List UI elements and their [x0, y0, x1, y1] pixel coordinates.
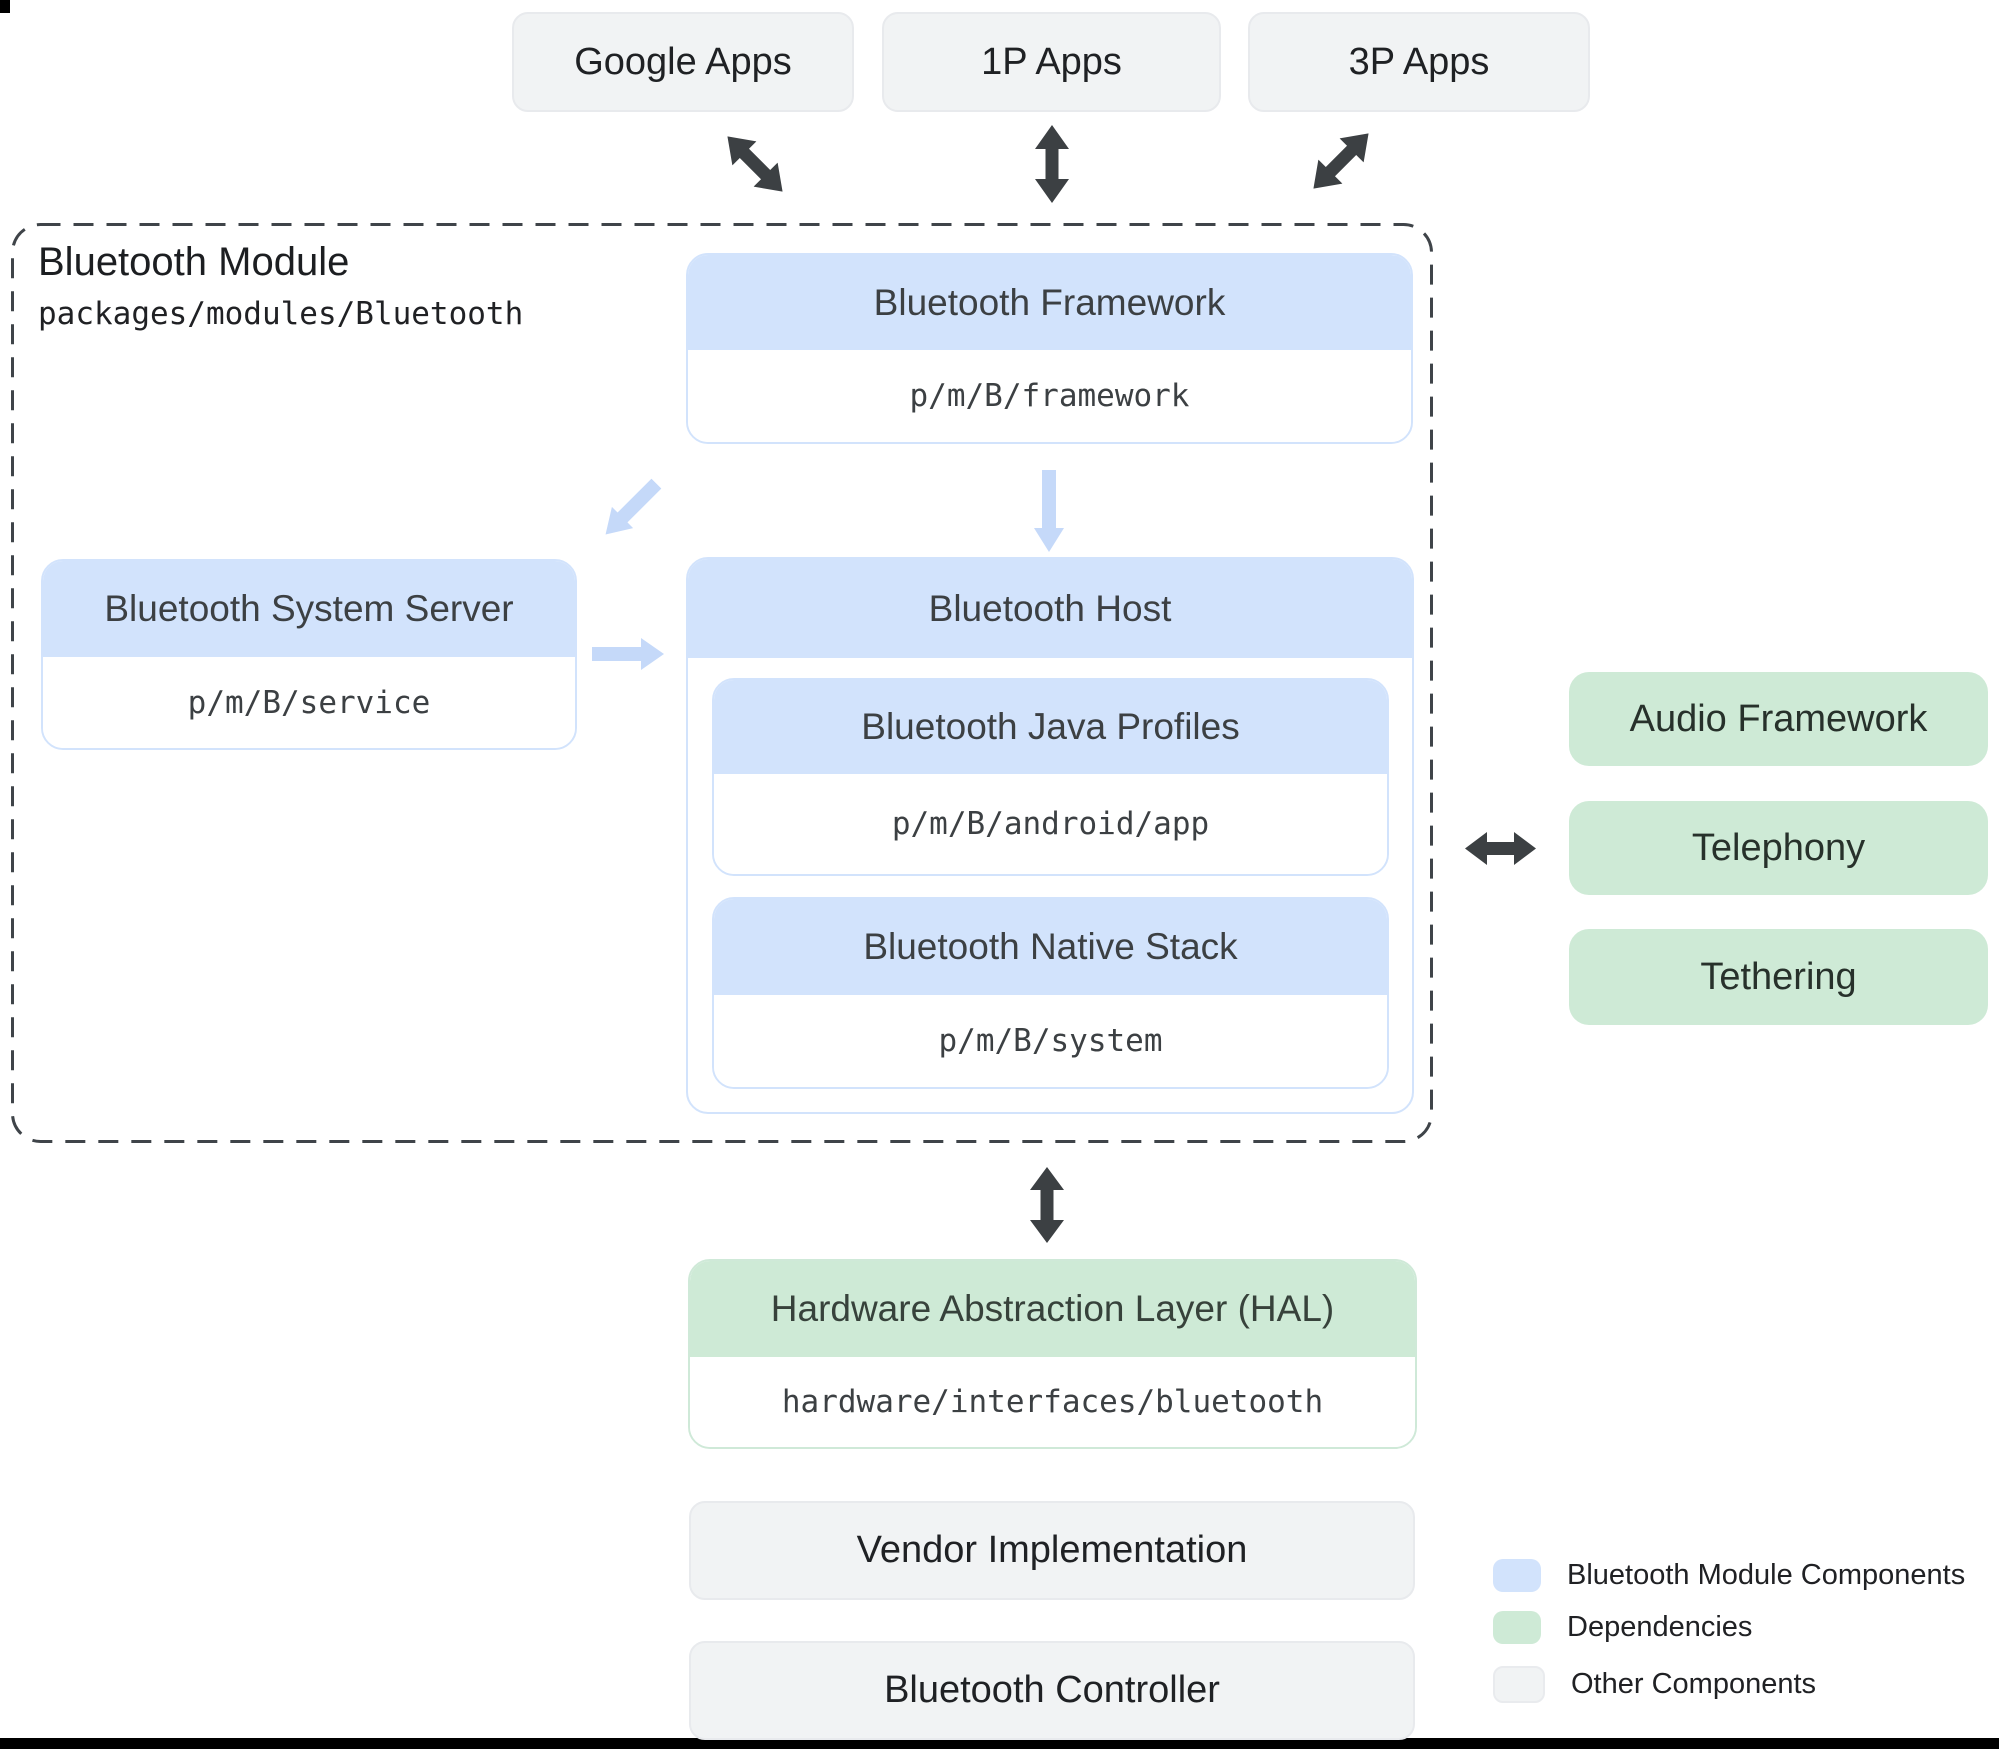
bluetooth-native-stack-header: Bluetooth Native Stack	[714, 899, 1387, 995]
framework-to-host-arrow-icon	[1034, 470, 1064, 552]
tethering-box: Tethering	[1569, 929, 1988, 1025]
legend-item-other-components: Other Components	[1493, 1666, 1816, 1703]
third-party-apps-box: 3P Apps	[1248, 12, 1590, 112]
google-apps-bidirectional-arrow-icon	[715, 124, 794, 203]
legend-label-module-components: Bluetooth Module Components	[1567, 1559, 1966, 1591]
bluetooth-host-box: Bluetooth Host Bluetooth Java Profiles p…	[686, 557, 1414, 1114]
module-title: Bluetooth Module	[38, 240, 350, 284]
bluetooth-java-profiles-box: Bluetooth Java Profiles p/m/B/android/ap…	[712, 678, 1389, 876]
legend-item-dependencies: Dependencies	[1493, 1611, 1752, 1644]
google-apps-box: Google Apps	[512, 12, 854, 112]
bluetooth-framework-box: Bluetooth Framework p/m/B/framework	[686, 253, 1413, 444]
bluetooth-java-profiles-path: p/m/B/android/app	[714, 774, 1387, 874]
bluetooth-host-header: Bluetooth Host	[688, 559, 1412, 658]
module-path: packages/modules/Bluetooth	[38, 296, 524, 332]
bluetooth-native-stack-path: p/m/B/system	[714, 995, 1387, 1087]
bluetooth-controller-label: Bluetooth Controller	[884, 1669, 1220, 1711]
telephony-label: Telephony	[1691, 826, 1866, 869]
vendor-implementation-box: Vendor Implementation	[689, 1501, 1415, 1600]
bluetooth-java-profiles-header: Bluetooth Java Profiles	[714, 680, 1387, 774]
bluetooth-framework-path: p/m/B/framework	[688, 350, 1411, 442]
legend-label-dependencies: Dependencies	[1567, 1611, 1753, 1643]
audio-framework-label: Audio Framework	[1629, 697, 1928, 740]
legend-label-other-components: Other Components	[1571, 1668, 1817, 1700]
google-apps-label: Google Apps	[574, 40, 792, 83]
first-party-apps-label: 1P Apps	[981, 40, 1122, 83]
top-left-artifact	[0, 0, 10, 13]
telephony-box: Telephony	[1569, 801, 1988, 895]
hal-path: hardware/interfaces/bluetooth	[690, 1357, 1415, 1447]
bluetooth-system-server-header: Bluetooth System Server	[43, 561, 575, 657]
bottom-bar-artifact	[0, 1738, 1999, 1749]
module-to-hal-bidirectional-arrow-icon	[1030, 1167, 1064, 1243]
first-party-apps-bidirectional-arrow-icon	[1035, 125, 1069, 203]
bluetooth-controller-box: Bluetooth Controller	[689, 1641, 1415, 1740]
tethering-label: Tethering	[1700, 955, 1857, 998]
vendor-implementation-label: Vendor Implementation	[856, 1529, 1248, 1571]
legend-item-module-components: Bluetooth Module Components	[1493, 1559, 1965, 1592]
legend-swatch-green	[1493, 1611, 1541, 1644]
bluetooth-native-stack-box: Bluetooth Native Stack p/m/B/system	[712, 897, 1389, 1089]
bluetooth-system-server-box: Bluetooth System Server p/m/B/service	[41, 559, 577, 750]
audio-framework-box: Audio Framework	[1569, 672, 1988, 766]
hal-box: Hardware Abstraction Layer (HAL) hardwar…	[688, 1259, 1417, 1449]
third-party-apps-label: 3P Apps	[1348, 40, 1490, 83]
host-to-dependencies-bidirectional-arrow-icon	[1465, 832, 1536, 865]
bluetooth-system-server-path: p/m/B/service	[43, 657, 575, 748]
legend-swatch-blue	[1493, 1559, 1541, 1592]
system-server-to-host-arrow-icon	[592, 638, 664, 670]
third-party-apps-bidirectional-arrow-icon	[1301, 121, 1380, 200]
framework-to-system-server-arrow-icon	[595, 473, 667, 545]
hal-header: Hardware Abstraction Layer (HAL)	[690, 1261, 1415, 1357]
first-party-apps-box: 1P Apps	[882, 12, 1221, 112]
bluetooth-framework-header: Bluetooth Framework	[688, 255, 1411, 350]
legend-swatch-gray	[1493, 1666, 1545, 1703]
